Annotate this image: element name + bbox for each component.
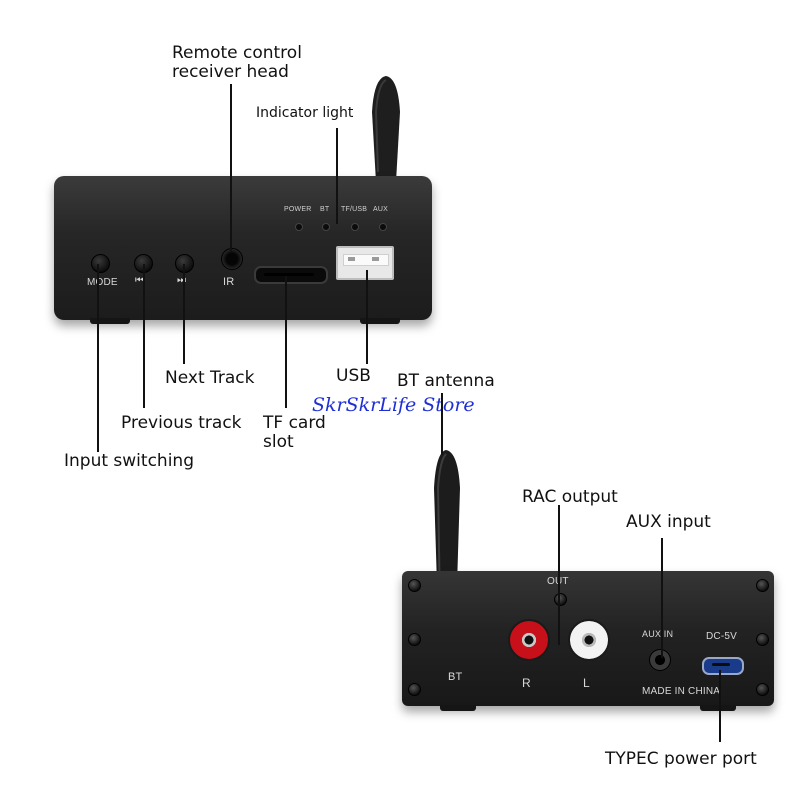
r-label: R <box>522 676 531 690</box>
led-tfusb <box>351 223 359 231</box>
led-aux <box>379 223 387 231</box>
typec-port[interactable] <box>702 657 744 675</box>
screw-bottom-right <box>756 683 769 696</box>
front-foot-right <box>360 318 400 324</box>
callout-previous-track: Previous track <box>121 413 242 433</box>
led-label-power: POWER <box>284 206 312 213</box>
screw-bottom-left <box>408 683 421 696</box>
aux-in-jack[interactable] <box>649 649 671 671</box>
mode-button[interactable] <box>91 254 110 273</box>
callout-aux-input: AUX input <box>626 512 711 532</box>
made-in-label: MADE IN CHINA <box>642 686 721 697</box>
callout-rac-output: RAC output <box>522 487 618 507</box>
screw-top-right <box>756 579 769 592</box>
leader-tf <box>285 276 287 408</box>
led-power <box>295 223 303 231</box>
tf-card-slot[interactable] <box>254 266 328 284</box>
leader-input <box>97 264 99 452</box>
leader-rac <box>558 505 560 645</box>
screw-mid-left <box>408 633 421 646</box>
led-label-aux: AUX <box>373 206 388 213</box>
bt-label: BT <box>448 671 463 683</box>
callout-next-track: Next Track <box>165 368 255 388</box>
ir-label: IR <box>223 276 235 288</box>
callout-input-switching: Input switching <box>64 451 194 471</box>
rca-right-red-jack[interactable] <box>508 619 550 661</box>
ir-receiver <box>221 248 243 270</box>
out-label: OUT <box>547 576 569 587</box>
front-foot-left <box>90 318 130 324</box>
rear-foot-left <box>440 705 476 711</box>
leader-next <box>183 264 185 364</box>
leader-indicator <box>336 128 338 224</box>
callout-tf-line2: slot <box>263 432 294 452</box>
led-label-bt: BT <box>320 206 330 213</box>
callout-typec-power: TYPEC power port <box>605 749 757 769</box>
callout-remote-line2: receiver head <box>172 62 289 82</box>
rear-foot-right <box>700 705 736 711</box>
callout-remote-line1: Remote control <box>172 43 302 63</box>
screw-mid-right <box>756 633 769 646</box>
rca-left-white-jack[interactable] <box>568 619 610 661</box>
callout-bt-antenna: BT antenna <box>397 371 495 391</box>
leader-remote <box>230 84 232 252</box>
callout-usb: USB <box>336 366 371 386</box>
next-icon: ⏭ <box>177 275 187 286</box>
out-screw <box>554 593 567 606</box>
l-label: L <box>583 676 590 690</box>
led-label-tfusb: TF/USB <box>341 206 368 213</box>
leader-previous <box>143 264 145 408</box>
callout-indicator: Indicator light <box>256 105 354 121</box>
front-antenna <box>372 76 400 182</box>
leader-aux <box>661 538 663 658</box>
rear-device-body: BT OUT R L AUX IN DC-5V MADE IN CHINA <box>402 571 774 706</box>
dc-5v-label: DC-5V <box>706 631 738 642</box>
previous-icon: ⏮ <box>135 275 145 286</box>
screw-top-left <box>408 579 421 592</box>
mode-label: MODE <box>87 277 118 288</box>
front-device-body: MODE ⏮ ⏭ IR POWER BT TF/USB AUX <box>54 176 432 320</box>
led-bt <box>322 223 330 231</box>
aux-in-label: AUX IN <box>642 629 674 639</box>
leader-typec <box>719 670 721 742</box>
store-watermark: SkrSkrLife Store <box>312 394 475 416</box>
leader-usb <box>366 270 368 364</box>
leader-bt-antenna <box>441 393 443 455</box>
callout-tf-line1: TF card <box>263 413 326 433</box>
usb-port[interactable] <box>336 246 394 280</box>
